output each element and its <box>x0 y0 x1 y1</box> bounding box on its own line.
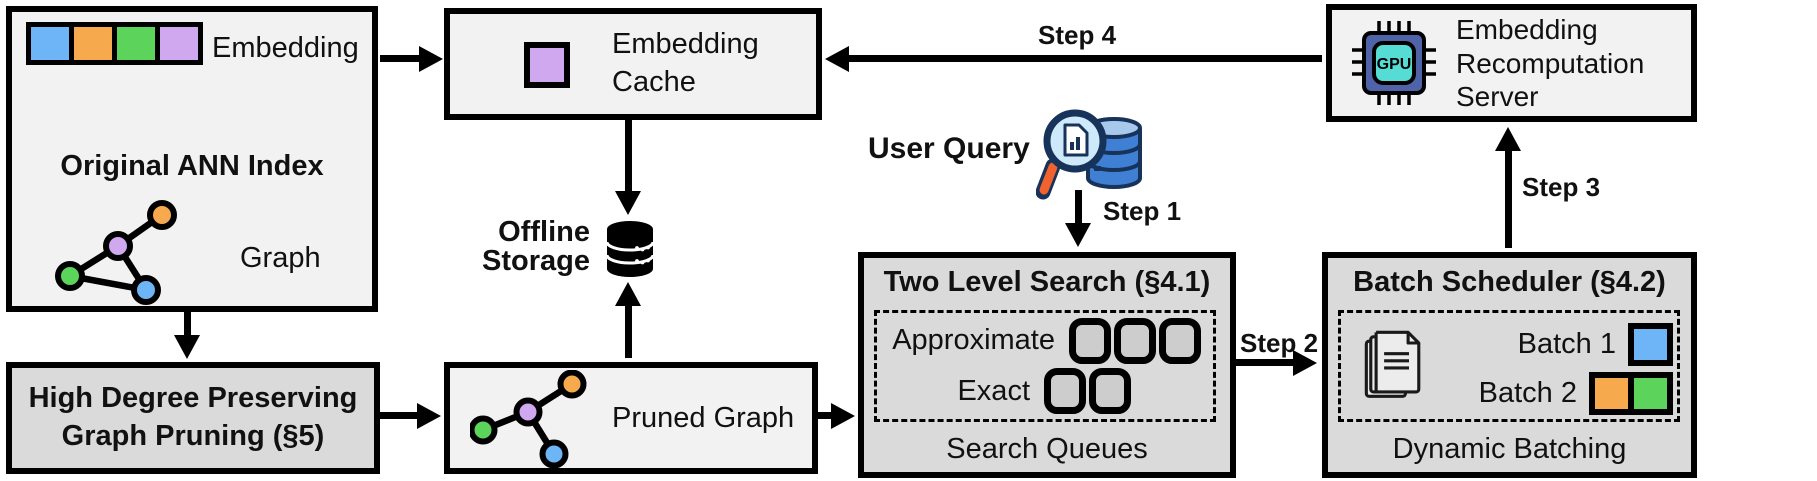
dynamic-batching-caption: Dynamic Batching <box>1392 433 1627 465</box>
batch2-row: Batch 2 <box>1461 372 1675 415</box>
queue-slot <box>1089 368 1131 415</box>
batch2-items <box>1589 372 1673 415</box>
batch1-label: Batch 1 <box>1517 328 1616 360</box>
graph-node-green <box>55 261 85 291</box>
recomputation-server-label: Embedding Recomputation Server <box>1456 14 1645 113</box>
queue-slot <box>1159 317 1201 364</box>
embedding-cell-green <box>112 22 160 65</box>
graph-pruning-label: High Degree Preserving Graph Pruning (§5… <box>28 382 358 452</box>
offline-storage-label: Offline Storage <box>482 216 590 277</box>
pruned-graph-icon <box>470 370 587 468</box>
batch2-label: Batch 2 <box>1478 377 1577 409</box>
queue-slot <box>1114 317 1156 364</box>
step3-label: Step 3 <box>1522 172 1601 202</box>
step1-label: Step 1 <box>1103 196 1182 226</box>
arrow-cache-to-storage <box>615 120 641 215</box>
exact-queue-slots <box>1044 368 1131 415</box>
step4-label: Step 4 <box>1038 20 1117 50</box>
arrow-step2 <box>1236 350 1317 376</box>
approximate-label: Approximate <box>892 324 1055 357</box>
query-search-icon <box>1036 109 1142 200</box>
approximate-queue-row: Approximate <box>877 317 1213 364</box>
arrow-pruned-to-storage <box>615 282 641 358</box>
graph-label: Graph <box>240 242 321 274</box>
database-icon <box>605 221 655 277</box>
batch-item-orange <box>1589 372 1634 415</box>
graph-node-blue <box>131 275 161 305</box>
exact-queue-row: Exact <box>877 368 1213 415</box>
queue-slot <box>1069 317 1111 364</box>
graph-pruning-box: High Degree Preserving Graph Pruning (§5… <box>6 362 380 474</box>
batch-scheduler-title: Batch Scheduler (§4.2) <box>1353 266 1666 298</box>
arrow-step1 <box>1065 190 1091 247</box>
queue-slot <box>1044 368 1086 415</box>
original-ann-index-box: Embedding Original ANN Index Graph <box>6 6 378 312</box>
embedding-label: Embedding <box>212 32 359 64</box>
embedding-cache-box: Embedding Cache <box>444 8 822 120</box>
arrow-original-to-cache <box>380 46 443 72</box>
batch-item-green <box>1628 372 1673 415</box>
graph-node-purple <box>103 231 133 261</box>
search-queues-panel: Approximate Exact <box>874 310 1216 422</box>
batch1-row: Batch 1 <box>1461 323 1675 366</box>
embedding-cell-orange <box>69 22 117 65</box>
graph-node-orange <box>147 200 177 230</box>
graph-node-purple <box>513 397 543 427</box>
arrow-pruning-to-pruned <box>380 403 441 429</box>
original-ann-index-title: Original ANN Index <box>60 150 324 182</box>
dynamic-batching-panel: Batch 1 Batch 2 <box>1338 310 1680 422</box>
arrow-step3 <box>1495 127 1521 248</box>
graph-node-orange <box>557 370 587 399</box>
embedding-cell-purple <box>155 22 203 65</box>
embedding-cache-label: Embedding Cache <box>612 28 759 98</box>
arrow-pruned-to-search <box>818 403 855 429</box>
user-query-label: User Query <box>868 132 1030 165</box>
batch-item-blue <box>1628 323 1673 366</box>
step2-label: Step 2 <box>1240 328 1319 358</box>
gpu-chip-label: GPU <box>1377 56 1412 73</box>
arrow-step4 <box>825 46 1322 72</box>
approximate-queue-slots <box>1069 317 1201 364</box>
search-queues-caption: Search Queues <box>946 433 1148 465</box>
pruned-graph-label: Pruned Graph <box>612 402 795 434</box>
batch-rows: Batch 1 Batch 2 <box>1461 317 1675 421</box>
graph-node-green <box>470 415 498 445</box>
embedding-vector-icon <box>26 22 203 65</box>
batch1-items <box>1628 323 1673 366</box>
recomputation-server-box: GPU Embedding Recomputation Server <box>1326 4 1697 122</box>
batch-scheduler-box: Batch Scheduler (§4.2) Batch 1 <box>1322 252 1697 478</box>
gpu-chip-icon: GPU <box>1352 21 1436 105</box>
documents-stack-icon <box>1364 330 1421 398</box>
graph-node-blue <box>539 439 569 468</box>
two-level-search-box: Two Level Search (§4.1) Approximate Exac… <box>858 252 1236 478</box>
embedding-cell-blue <box>26 22 74 65</box>
pruned-graph-box: Pruned Graph <box>444 362 818 474</box>
arrow-original-to-pruning <box>174 312 200 359</box>
exact-label: Exact <box>957 374 1030 407</box>
two-level-search-title: Two Level Search (§4.1) <box>883 266 1211 298</box>
cached-embedding-icon <box>524 42 570 88</box>
graph-icon <box>55 200 177 305</box>
